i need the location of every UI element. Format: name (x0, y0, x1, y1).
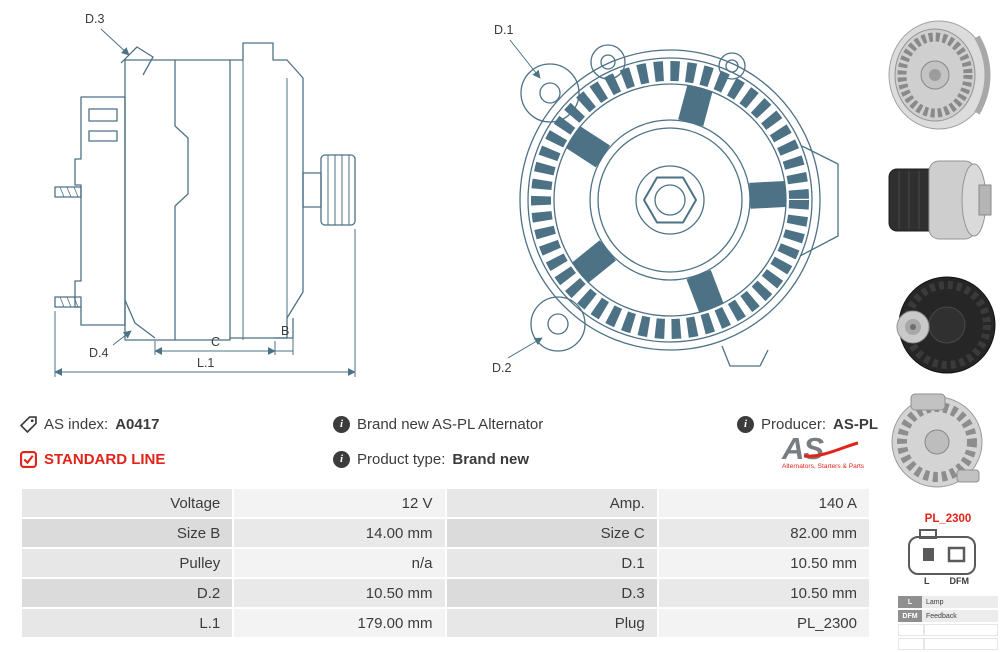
spec-label: L.1 (22, 609, 233, 637)
product-photo-4[interactable] (876, 390, 998, 490)
technical-drawing-front-view: D.1 D.2 (492, 23, 839, 375)
product-description: i Brand new AS-PL Alternator (333, 414, 543, 434)
dim-label-d2: D.2 (492, 361, 512, 375)
standard-line-label: STANDARD LINE (44, 450, 166, 468)
plug-connector-diagram (908, 529, 976, 575)
product-photo-3[interactable] (876, 264, 998, 386)
plug-name: PL_2300 (924, 513, 972, 525)
product-type: i Product type: Brand new (333, 449, 529, 469)
alternator-photo-icon (888, 160, 992, 240)
spec-value: n/a (234, 549, 445, 577)
legend-row: DFM Feedback (898, 610, 998, 622)
as-index-label: AS index: (44, 415, 109, 433)
alternator-photo-icon (888, 20, 991, 130)
producer-label: Producer: (761, 415, 827, 433)
product-photo-1[interactable] (876, 16, 998, 136)
spec-value: 12 V (234, 489, 445, 517)
spec-label: Amp. (446, 489, 657, 517)
info-icon: i (737, 415, 754, 433)
spec-label: D.2 (22, 579, 233, 607)
spec-value: 140 A (658, 489, 869, 517)
spec-value: 10.50 mm (658, 549, 869, 577)
spec-row: Size B 14.00 mm Size C 82.00 mm (22, 519, 869, 547)
dim-label-l1: L.1 (197, 356, 214, 370)
pin-label-dfm: DFM (949, 576, 970, 586)
legend-key: L (898, 596, 922, 608)
as-index-value: A0417 (115, 415, 160, 433)
producer-value: AS-PL (833, 415, 879, 433)
legend-key: DFM (898, 610, 922, 622)
standard-line: STANDARD LINE (20, 449, 165, 469)
product-type-value: Brand new (452, 450, 530, 468)
alternator-photo-icon (896, 276, 996, 374)
spec-value: 82.00 mm (658, 519, 869, 547)
plug-legend: L Lamp DFM Feedback (898, 596, 998, 652)
as-pl-logo: AS Alternators, Starters & Parts (782, 431, 872, 471)
legend-value: Feedback (922, 610, 998, 622)
spec-value: 10.50 mm (658, 579, 869, 607)
spec-label: D.3 (446, 579, 657, 607)
legend-row-empty (898, 624, 998, 636)
info-icon: i (333, 415, 350, 433)
legend-row-empty (898, 638, 998, 650)
plug-pin-labels: L DFM (905, 576, 979, 586)
spec-value: 179.00 mm (234, 609, 445, 637)
producer: i Producer: AS-PL (737, 414, 878, 434)
technical-drawing-side-view: D.3 D.4 C B L.1 (54, 12, 356, 377)
spec-label: Pulley (22, 549, 233, 577)
spec-row: L.1 179.00 mm Plug PL_2300 (22, 609, 869, 637)
spec-value: 14.00 mm (234, 519, 445, 547)
spec-value: 10.50 mm (234, 579, 445, 607)
tag-icon (20, 415, 37, 433)
alternator-photo-icon (891, 393, 983, 488)
spec-row: Voltage 12 V Amp. 140 A (22, 489, 869, 517)
spec-table: Voltage 12 V Amp. 140 A Size B 14.00 mm … (20, 487, 871, 639)
spec-label: Plug (446, 609, 657, 637)
dim-label-c: C (211, 335, 220, 349)
spec-row: D.2 10.50 mm D.3 10.50 mm (22, 579, 869, 607)
spec-value: PL_2300 (658, 609, 869, 637)
dim-label-d4: D.4 (89, 346, 109, 360)
legend-row: L Lamp (898, 596, 998, 608)
logo-swoosh-icon (803, 441, 859, 458)
legend-value: Lamp (922, 596, 998, 608)
pin-label-l: L (924, 576, 930, 586)
logo-tagline: Alternators, Starters & Parts (782, 463, 865, 471)
dim-label-d1: D.1 (494, 23, 514, 37)
dim-label-b: B (281, 324, 289, 338)
product-photo-2[interactable] (876, 140, 998, 260)
as-index: AS index: A0417 (20, 414, 159, 434)
logo-text: AS (782, 431, 824, 466)
spec-label: Voltage (22, 489, 233, 517)
checkbox-checked-icon (20, 450, 37, 468)
spec-label: D.1 (446, 549, 657, 577)
spec-label: Size B (22, 519, 233, 547)
spec-label: Size C (446, 519, 657, 547)
dim-label-d3: D.3 (85, 12, 105, 26)
info-icon: i (333, 450, 350, 468)
product-type-label: Product type: (357, 450, 446, 468)
spec-row: Pulley n/a D.1 10.50 mm (22, 549, 869, 577)
description-text: Brand new AS-PL Alternator (357, 415, 544, 433)
